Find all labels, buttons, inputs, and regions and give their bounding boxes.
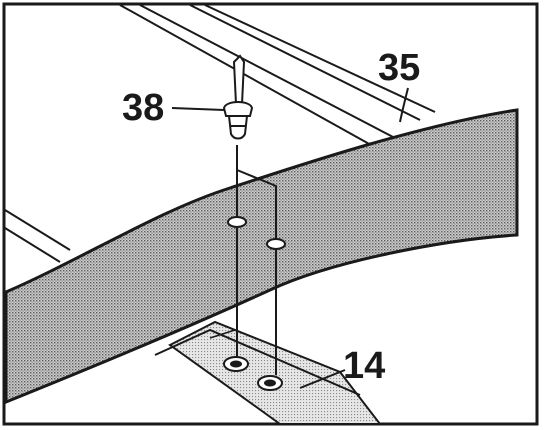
leader-lines	[171, 87, 409, 389]
callout-rivet-label: 38	[122, 87, 164, 129]
callout-base-plate-label: 14	[343, 345, 385, 387]
alignment-lines	[236, 145, 277, 375]
strap-hole-right	[266, 238, 286, 250]
callout-strap-label: 35	[378, 47, 420, 89]
strap-plate	[4, 108, 519, 405]
strap-hole-left	[227, 216, 247, 228]
frame-rails	[4, 4, 436, 301]
rivet	[222, 54, 254, 140]
